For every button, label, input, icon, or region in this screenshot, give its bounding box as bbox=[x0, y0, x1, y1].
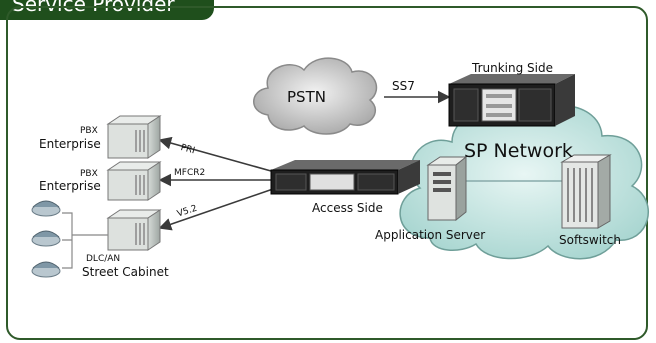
access-side-chassis bbox=[270, 160, 420, 195]
sp-network-label: SP Network bbox=[464, 140, 573, 162]
street-cabinet-box bbox=[106, 209, 162, 251]
trunking-side-chassis bbox=[448, 74, 575, 127]
application-server-tower bbox=[426, 155, 468, 222]
pri-arrow bbox=[158, 136, 272, 172]
mfcr2-label: MFCR2 bbox=[174, 168, 206, 178]
softswitch-label: Softswitch bbox=[559, 233, 621, 247]
header-tab: Service Provider bbox=[0, 0, 214, 20]
trunking-side-label: Trunking Side bbox=[472, 61, 553, 75]
street-cabinet-name: Street Cabinet bbox=[82, 265, 169, 279]
enterprise-box-1 bbox=[106, 115, 162, 159]
v52-arrow bbox=[158, 188, 274, 231]
telephone-icon bbox=[31, 230, 61, 247]
enterprise-1-name: Enterprise bbox=[39, 137, 101, 151]
street-cabinet-tag: DLC/AN bbox=[86, 254, 121, 264]
application-server-label: Application Server bbox=[375, 228, 486, 242]
header-title: Service Provider bbox=[12, 0, 175, 16]
pstn-label: PSTN bbox=[287, 88, 326, 106]
ss7-label: SS7 bbox=[392, 79, 415, 93]
telephone-icon bbox=[31, 200, 61, 217]
pstn-cloud bbox=[253, 57, 378, 135]
enterprise-1-tag: PBX bbox=[80, 126, 98, 136]
diagram-frame bbox=[6, 6, 648, 340]
softswitch-rack bbox=[560, 154, 612, 229]
access-side-label: Access Side bbox=[312, 201, 383, 215]
enterprise-2-name: Enterprise bbox=[39, 179, 101, 193]
telephone-icon bbox=[31, 261, 61, 278]
phone-wiring bbox=[62, 212, 108, 269]
enterprise-box-2 bbox=[106, 161, 162, 201]
enterprise-2-tag: PBX bbox=[80, 169, 98, 179]
